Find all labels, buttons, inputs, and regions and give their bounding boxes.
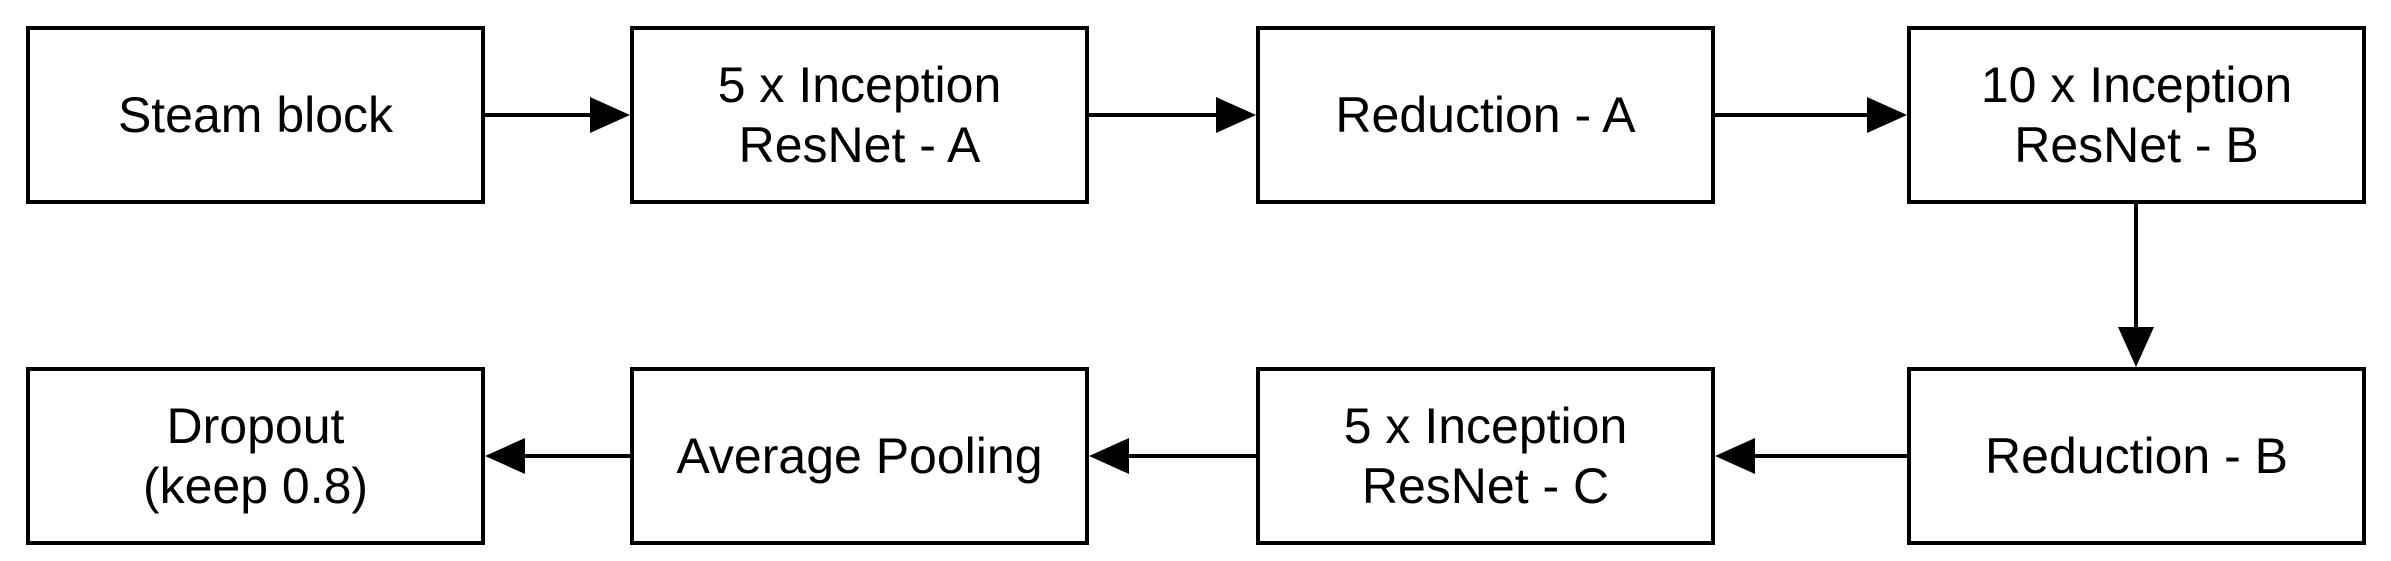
node-label: 5 x Inception ResNet - A bbox=[717, 57, 1002, 173]
node-inception-resnet-c: 5 x Inception ResNet - C bbox=[1256, 367, 1715, 545]
node-inception-resnet-b: 10 x Inception ResNet - B bbox=[1907, 26, 2366, 204]
node-dropout: Dropout (keep 0.8) bbox=[26, 367, 485, 545]
node-reduction-a: Reduction - A bbox=[1256, 26, 1715, 204]
arrowhead-icon bbox=[1089, 438, 1129, 474]
node-label: 5 x Inception ResNet - C bbox=[1343, 398, 1628, 514]
node-reduction-b: Reduction - B bbox=[1907, 367, 2366, 545]
node-label: Steam block bbox=[117, 87, 394, 143]
arrowhead-icon bbox=[2118, 327, 2154, 367]
node-label: Reduction - B bbox=[1985, 428, 2288, 484]
node-inception-resnet-a: 5 x Inception ResNet - A bbox=[630, 26, 1089, 204]
node-label: Dropout (keep 0.8) bbox=[142, 398, 369, 514]
arrowhead-icon bbox=[1715, 438, 1755, 474]
node-steam-block: Steam block bbox=[26, 26, 485, 204]
node-average-pooling: Average Pooling bbox=[630, 367, 1089, 545]
arrowhead-icon bbox=[1867, 97, 1907, 133]
node-label: 10 x Inception ResNet - B bbox=[1980, 57, 2293, 173]
node-label: Reduction - A bbox=[1335, 87, 1636, 143]
arrowhead-icon bbox=[590, 97, 630, 133]
arrowhead-icon bbox=[485, 438, 525, 474]
arrowhead-icon bbox=[1216, 97, 1256, 133]
node-label: Average Pooling bbox=[676, 428, 1043, 484]
